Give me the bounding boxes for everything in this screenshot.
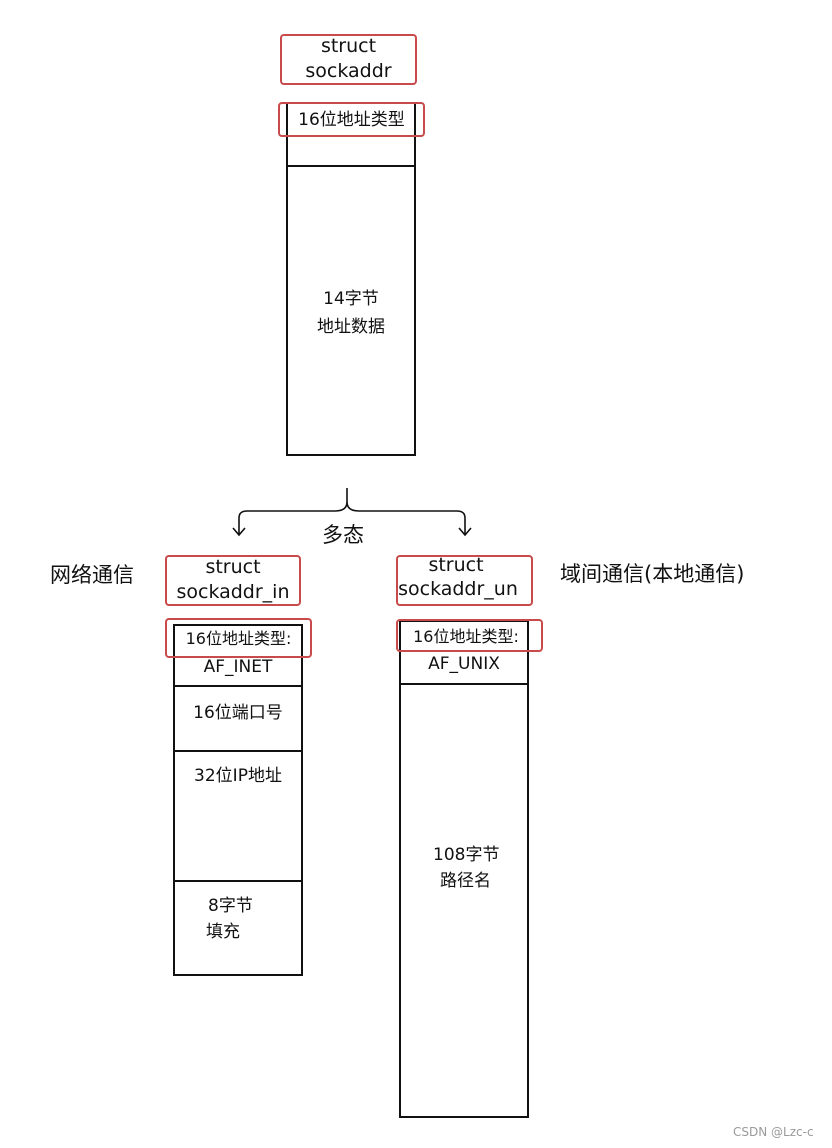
- sockaddr-in-type-line1: 16位地址类型:: [185, 629, 292, 648]
- sockaddr-un-type-line1: 16位地址类型:: [413, 627, 519, 646]
- sockaddr-in-ip-label: 32位IP地址: [194, 766, 282, 786]
- sockaddr-un-path-line2: 路径名: [440, 871, 491, 891]
- sockaddr-in-title-highlight: [165, 555, 301, 606]
- sockaddr-un-struct-box: 108字节 路径名: [399, 620, 529, 1118]
- polymorphism-brace: [232, 488, 472, 537]
- sockaddr-in-padding-field: 8字节 填充: [175, 882, 301, 974]
- sockaddr-un-divider: [401, 683, 527, 685]
- sockaddr-un-path-field: 108字节 路径名: [401, 685, 527, 1116]
- sockaddr-in-title-line1: struct: [205, 556, 261, 578]
- sockaddr-in-port-field: 16位端口号: [175, 687, 301, 749]
- sockaddr-un-title-highlight: [396, 555, 533, 606]
- sockaddr-in-port-label: 16位端口号: [193, 703, 283, 723]
- sockaddr-in-divider-2: [175, 750, 301, 752]
- sockaddr-type-highlight: [278, 102, 425, 137]
- sockaddr-in-ip-field: 32位IP地址: [175, 752, 301, 878]
- sockaddr-struct-box: 14字节 地址数据: [286, 102, 416, 456]
- sockaddr-field-divider: [288, 165, 414, 167]
- sockaddr-in-struct-box: 16位端口号 32位IP地址 8字节 填充: [173, 624, 303, 976]
- polymorphism-label: 多态: [322, 523, 364, 547]
- sockaddr-title-highlight: [280, 34, 417, 85]
- sockaddr-data-line2: 地址数据: [317, 317, 385, 337]
- sockaddr-in-type-line2: AF_INET: [203, 657, 273, 677]
- sockaddr-type-field: 16位地址类型: [298, 110, 405, 130]
- sockaddr-in-type-highlight: [165, 618, 312, 658]
- sockaddr-title-line1: struct: [320, 35, 377, 57]
- local-communication-label: 域间通信(本地通信): [560, 562, 745, 586]
- sockaddr-title-line2: sockaddr: [305, 60, 392, 82]
- right-arrow-head: [458, 527, 472, 537]
- sockaddr-un-title-line1: struct: [428, 554, 484, 576]
- sockaddr-in-divider-3: [175, 880, 301, 882]
- sockaddr-in-padding-line2: 填充: [206, 922, 240, 942]
- network-communication-label: 网络通信: [50, 563, 134, 587]
- sockaddr-un-type-line2: AF_UNIX: [428, 654, 500, 674]
- left-arrow-head: [232, 520, 246, 537]
- watermark: CSDN @Lzc-c: [733, 1125, 814, 1139]
- sockaddr-in-title-line2: sockaddr_in: [176, 581, 290, 603]
- sockaddr-un-path-line1: 108字节: [433, 845, 500, 865]
- sockaddr-in-padding-line1: 8字节: [208, 896, 253, 916]
- sockaddr-un-type-highlight: [396, 619, 543, 652]
- sockaddr-in-divider-1: [175, 685, 301, 687]
- sockaddr-data-field: 14字节 地址数据: [288, 167, 414, 454]
- sockaddr-data-line1: 14字节: [323, 289, 379, 309]
- brace-curve: [238, 488, 466, 534]
- sockaddr-un-title-line2: sockaddr_un: [398, 578, 518, 600]
